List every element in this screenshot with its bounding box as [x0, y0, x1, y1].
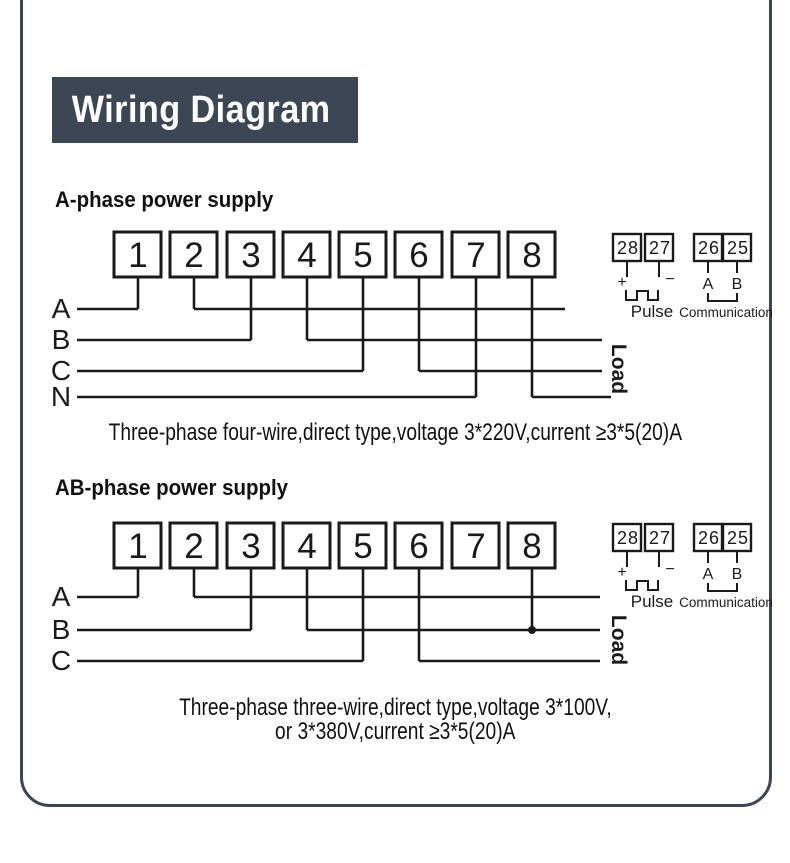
phase-label-b: B	[52, 614, 71, 645]
terminal-number: 5	[353, 236, 372, 275]
diagram1-caption: Three-phase four-wire,direct type,voltag…	[0, 421, 790, 445]
phase-label-c: C	[51, 645, 71, 676]
phase-label-c: C	[51, 355, 71, 386]
terminal-number: 1	[128, 236, 147, 275]
communication-label: Communication	[679, 305, 773, 320]
diagram2-wires	[77, 568, 600, 663]
section-heading-a-phase: A-phase power supply	[55, 187, 274, 212]
terminal-number: 3	[241, 236, 260, 275]
title-banner: Wiring Diagram	[52, 77, 358, 143]
diagram2-caption-line2: or 3*380V,current ≥3*5(20)A	[274, 718, 516, 745]
pulse-terminal-number: 27	[649, 238, 671, 258]
phase-label-b: B	[52, 324, 71, 355]
terminal-row: 1 2 3 4 5 6 7 8	[112, 230, 557, 279]
comm-terminal-number: 26	[698, 238, 720, 258]
comm-b-label: B	[732, 276, 743, 293]
load-label: Load	[607, 615, 630, 665]
diagram1-wires	[77, 277, 611, 399]
pulse-label: Pulse	[631, 302, 674, 321]
phase-label-a: A	[52, 581, 71, 612]
comm-a-label: A	[703, 276, 714, 293]
comm-terminal-number: 25	[727, 238, 749, 258]
phase-label-a: A	[52, 293, 71, 324]
diagram2-caption-line1: Three-phase three-wire,direct type,volta…	[178, 694, 612, 721]
junction-dot	[528, 626, 536, 634]
load-label: Load	[607, 344, 630, 394]
aux-terminal-group: 28 27 26 25 + − A B Pulse Communication	[611, 232, 773, 321]
page-title: Wiring Diagram	[71, 88, 331, 131]
pulse-minus-label: −	[665, 271, 674, 288]
comm-bracket	[707, 293, 738, 302]
pulse-terminal-number: 28	[617, 238, 639, 258]
terminal-number: 6	[409, 236, 428, 275]
diagram1-caption-text: Three-phase four-wire,direct type,voltag…	[108, 419, 682, 446]
terminal-number: 7	[466, 236, 485, 275]
terminal-number: 4	[297, 236, 316, 275]
pulse-waveform-icon	[625, 290, 659, 301]
diagram2-caption: Three-phase three-wire,direct type,volta…	[0, 696, 790, 744]
section-heading-ab-phase: AB-phase power supply	[55, 475, 289, 500]
pulse-plus-label: +	[617, 274, 626, 291]
terminal-number: 2	[184, 236, 203, 275]
phase-label-n: N	[51, 381, 71, 412]
terminal-number: 8	[522, 236, 541, 275]
